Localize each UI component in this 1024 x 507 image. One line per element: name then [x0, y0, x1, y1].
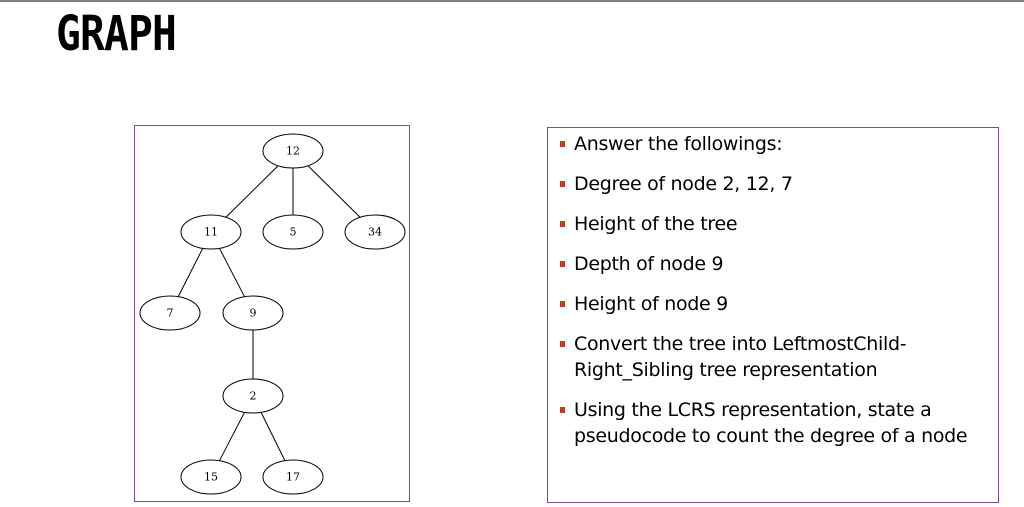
tree-node: 2	[222, 378, 284, 414]
tree-node: 11	[180, 214, 242, 250]
bullet-icon	[560, 141, 565, 147]
tree-node: 34	[344, 214, 406, 250]
tree-node: 9	[222, 295, 284, 331]
question-text: Height of node 9	[574, 293, 728, 315]
tree-edge	[219, 248, 245, 297]
question-text: Answer the followings:	[574, 133, 783, 155]
node-ellipse	[262, 459, 324, 495]
bullet-icon	[560, 301, 565, 307]
node-label: 34	[368, 226, 382, 239]
question-text: Height of the tree	[574, 213, 738, 235]
question-item: Depth of node 9	[560, 251, 980, 277]
question-item: Answer the followings:	[560, 131, 980, 157]
top-divider	[0, 0, 1024, 2]
node-label: 7	[167, 307, 174, 320]
bullet-icon	[560, 221, 565, 227]
tree-node: 5	[262, 214, 324, 250]
node-label: 15	[204, 471, 218, 484]
tree-diagram-panel: 12 11 5 34 7 9 2 15 17	[134, 125, 410, 502]
node-ellipse	[180, 459, 242, 495]
node-ellipse	[222, 378, 284, 414]
question-text: Degree of node 2, 12, 7	[574, 173, 793, 195]
question-item: Degree of node 2, 12, 7	[560, 171, 980, 197]
question-item: Using the LCRS representation, state a p…	[560, 397, 980, 449]
node-label: 9	[250, 307, 257, 320]
questions-panel: Answer the followings: Degree of node 2,…	[547, 127, 999, 503]
node-ellipse	[139, 295, 201, 331]
node-ellipse	[344, 214, 406, 250]
question-list: Answer the followings: Degree of node 2,…	[560, 131, 980, 463]
question-item: Height of the tree	[560, 211, 980, 237]
tree-node: 12	[262, 133, 324, 169]
node-label: 11	[204, 226, 218, 239]
question-text: Depth of node 9	[574, 253, 724, 275]
tree-edge	[177, 248, 204, 297]
tree-edge	[219, 412, 245, 461]
question-text: Using the LCRS representation, state a p…	[574, 399, 968, 447]
tree-node: 15	[180, 459, 242, 495]
tree-diagram: 12 11 5 34 7 9 2 15 17	[139, 133, 406, 495]
tree-node: 7	[139, 295, 201, 331]
tree-node: 17	[262, 459, 324, 495]
tree-edge	[260, 412, 286, 461]
node-ellipse	[222, 295, 284, 331]
node-ellipse	[262, 133, 324, 169]
tree-edge	[225, 165, 279, 218]
bullet-icon	[560, 181, 565, 187]
tree-edge	[307, 165, 361, 218]
node-label: 5	[290, 226, 297, 239]
bullet-icon	[560, 261, 565, 267]
node-label: 12	[286, 145, 300, 158]
node-label: 17	[286, 471, 300, 484]
node-ellipse	[262, 214, 324, 250]
slide-title: GRAPH	[56, 6, 177, 62]
node-label: 2	[250, 390, 257, 403]
bullet-icon	[560, 407, 565, 413]
node-ellipse	[180, 214, 242, 250]
question-text: Convert the tree into LeftmostChild-Righ…	[574, 333, 907, 381]
bullet-icon	[560, 341, 565, 347]
question-item: Convert the tree into LeftmostChild-Righ…	[560, 331, 980, 383]
question-item: Height of node 9	[560, 291, 980, 317]
